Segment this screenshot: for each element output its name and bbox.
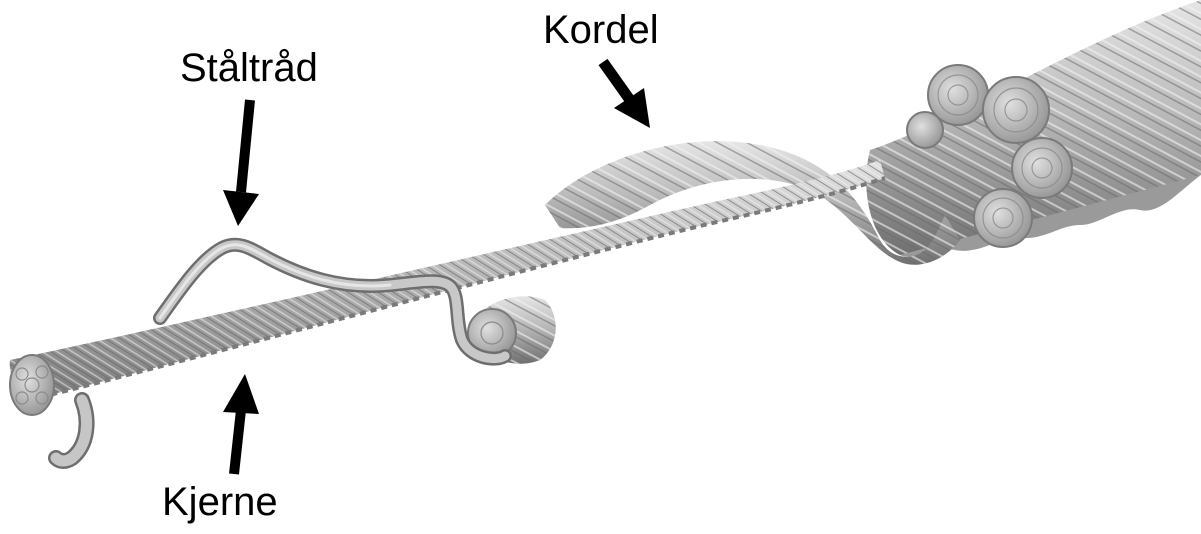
label-strand: Kordel [543, 10, 659, 50]
label-steel-wire: Ståltråd [180, 48, 318, 88]
label-core: Kjerne [162, 482, 278, 522]
arrow-steel-wire [223, 100, 259, 226]
arrow-strand [603, 62, 650, 128]
core-end [10, 355, 54, 415]
arrow-core [223, 374, 259, 474]
